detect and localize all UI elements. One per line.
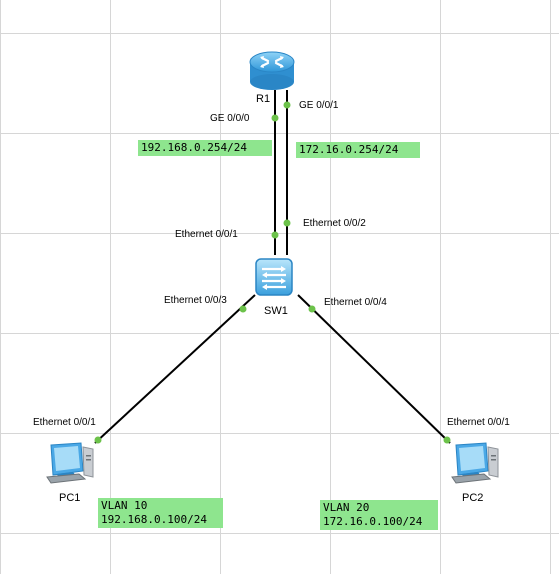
switch-sw1-label: SW1 xyxy=(264,305,288,317)
port-dot-r1-ge000 xyxy=(271,114,279,122)
port-dot-sw1-e001 xyxy=(271,231,279,239)
pc-pc2-label: PC2 xyxy=(462,492,484,504)
port-label-sw1-e002: Ethernet 0/0/2 xyxy=(303,218,366,229)
ip-box-r1-ge001: 172.16.0.254/24 xyxy=(296,142,420,158)
pc-icon xyxy=(451,442,499,484)
port-label-sw1-e001: Ethernet 0/0/1 xyxy=(175,229,238,240)
port-label-sw1-e004: Ethernet 0/0/4 xyxy=(324,297,387,308)
ip-address: 192.168.0.100/24 xyxy=(101,513,207,526)
switch-sw1[interactable] xyxy=(253,256,295,298)
pc-pc2[interactable] xyxy=(448,441,502,485)
pc-pc1-label: PC1 xyxy=(59,492,81,504)
port-dot-sw1-e004 xyxy=(308,305,316,313)
port-label-pc1-e001: Ethernet 0/0/1 xyxy=(33,417,96,428)
router-r1-label: R1 xyxy=(256,93,271,105)
router-r1[interactable] xyxy=(248,48,296,92)
link-sw1-e004-pc2[interactable] xyxy=(297,294,451,444)
port-dot-pc1 xyxy=(94,436,102,444)
link-sw1-e003-pc1[interactable] xyxy=(94,294,256,444)
port-dot-sw1-e002 xyxy=(283,219,291,227)
ip-address: 172.16.0.254/24 xyxy=(299,143,399,156)
port-label-sw1-e003: Ethernet 0/0/3 xyxy=(164,295,227,306)
pc-pc1[interactable] xyxy=(43,441,97,485)
port-dot-pc2 xyxy=(443,436,451,444)
pc-icon xyxy=(46,442,94,484)
port-dot-r1-ge001 xyxy=(283,101,291,109)
vlan-label: VLAN 10 xyxy=(101,499,148,512)
switch-icon xyxy=(255,258,293,296)
port-label-r1-ge001: GE 0/0/1 xyxy=(299,100,339,111)
ip-box-pc1: VLAN 10 192.168.0.100/24 xyxy=(98,498,223,528)
router-icon xyxy=(249,51,295,90)
ip-box-r1-ge000: 192.168.0.254/24 xyxy=(138,140,272,156)
ip-box-pc2: VLAN 20 172.16.0.100/24 xyxy=(320,500,438,530)
vlan-label: VLAN 20 xyxy=(323,501,370,514)
ip-address: 192.168.0.254/24 xyxy=(141,141,247,154)
port-label-r1-ge000: GE 0/0/0 xyxy=(210,113,250,124)
ip-address: 172.16.0.100/24 xyxy=(323,515,423,528)
port-label-pc2-e001: Ethernet 0/0/1 xyxy=(447,417,510,428)
port-dot-sw1-e003 xyxy=(239,305,247,313)
